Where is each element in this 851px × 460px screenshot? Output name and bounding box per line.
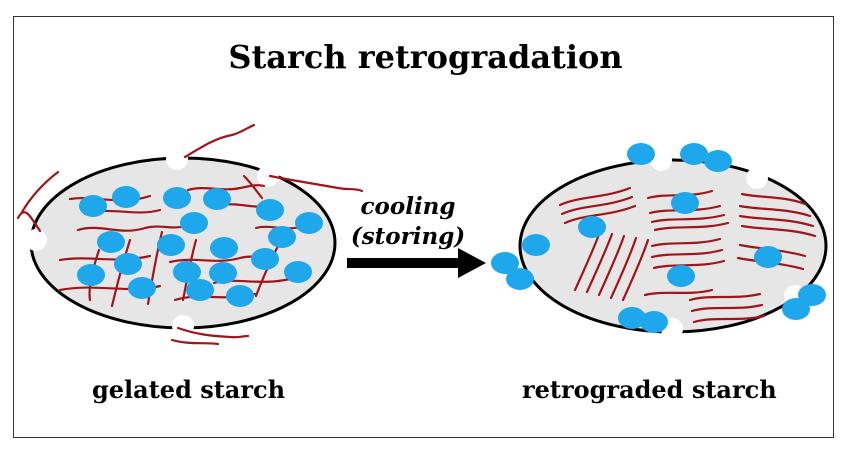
gelated-starch-label: gelated starch	[92, 375, 286, 404]
retrograded-granule	[491, 143, 828, 340]
granule-gap	[650, 149, 672, 171]
molecule-blobs	[491, 143, 826, 333]
process-label: cooling (storing)	[348, 192, 468, 252]
molecule-blobs	[77, 186, 323, 307]
granule-gap	[25, 229, 47, 251]
granule-gap	[746, 167, 768, 189]
granule-gap	[257, 165, 279, 187]
retrograded-granule-body	[518, 158, 828, 334]
retrograded-starch-label: retrograded starch	[522, 375, 777, 404]
granule-gap	[172, 315, 194, 337]
figure-title: Starch retrogradation	[228, 38, 623, 76]
gelated-granule	[16, 123, 364, 346]
granule-gap	[166, 148, 188, 170]
crystalline-chains	[558, 186, 817, 324]
process-label-line2: (storing)	[350, 223, 466, 250]
process-arrow	[347, 248, 486, 278]
process-label-line1: cooling	[360, 193, 456, 220]
